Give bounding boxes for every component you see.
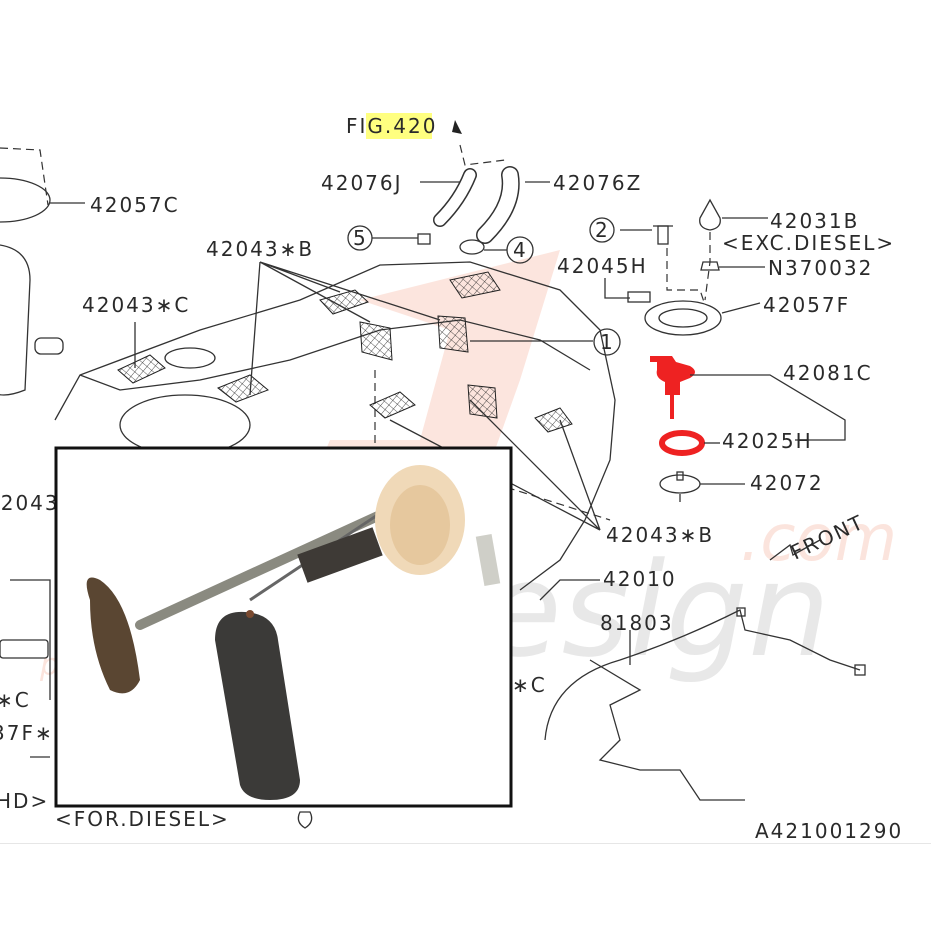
- figure-ref-highlight: [366, 113, 432, 139]
- label-star-c-mid: ∗C: [512, 673, 547, 697]
- diagram-code: A421001290: [755, 819, 903, 843]
- label-42057c[interactable]: 42057C: [90, 193, 180, 217]
- label-42072[interactable]: 42072: [750, 471, 824, 495]
- svg-text:2: 2: [595, 218, 610, 242]
- svg-text:1: 1: [600, 330, 615, 354]
- hoses-drawing: [417, 120, 550, 255]
- label-42025h[interactable]: 42025H: [722, 429, 813, 453]
- left-assembly-drawing: [0, 147, 85, 758]
- label-42043-partial[interactable]: 42043: [0, 491, 60, 515]
- fuel-tank-drawing: [54, 261, 616, 601]
- label-42031b[interactable]: 42031B: [770, 209, 859, 233]
- callout-4: 4: [484, 236, 534, 264]
- label-42076z[interactable]: 42076Z: [553, 171, 642, 195]
- arrow-up-icon: [452, 120, 462, 134]
- watermark-tld: .com: [740, 502, 897, 576]
- label-exc-diesel: <EXC.DIESEL>: [722, 231, 895, 255]
- bottom-band: [0, 843, 931, 932]
- label-42076j[interactable]: 42076J: [321, 171, 403, 195]
- fuel-pump-highlight: [650, 356, 695, 395]
- label-42081c[interactable]: 42081C: [783, 361, 873, 385]
- svg-text:5: 5: [353, 226, 368, 250]
- label-37f: 37F∗: [0, 721, 54, 745]
- gasket-highlight: [659, 430, 705, 456]
- clip-icon: [297, 811, 313, 829]
- callout-1: 1: [593, 328, 621, 356]
- callout-5: 5: [347, 225, 418, 251]
- label-42043b-bottom[interactable]: 42043∗B: [606, 523, 714, 547]
- label-for-diesel: <FOR.DIESEL>: [55, 807, 230, 831]
- pump-components-drawing: [470, 198, 866, 801]
- label-42043b-top[interactable]: 42043∗B: [206, 237, 314, 261]
- label-42010[interactable]: 42010: [603, 567, 677, 591]
- svg-text:4: 4: [513, 238, 528, 262]
- label-star-c-left: ∗C: [0, 688, 31, 712]
- fuel-pump-photo-inset: [54, 446, 513, 808]
- label-81803[interactable]: 81803: [600, 611, 674, 635]
- label-hd: HD>: [0, 789, 49, 813]
- label-n370032[interactable]: N370032: [768, 256, 873, 280]
- label-42043c[interactable]: 42043∗C: [82, 293, 190, 317]
- figure-ref-link[interactable]: FIG.420: [346, 114, 437, 138]
- label-42045h[interactable]: 42045H: [557, 254, 648, 278]
- label-42057f[interactable]: 42057F: [763, 293, 850, 317]
- callout-2: 2: [589, 217, 615, 243]
